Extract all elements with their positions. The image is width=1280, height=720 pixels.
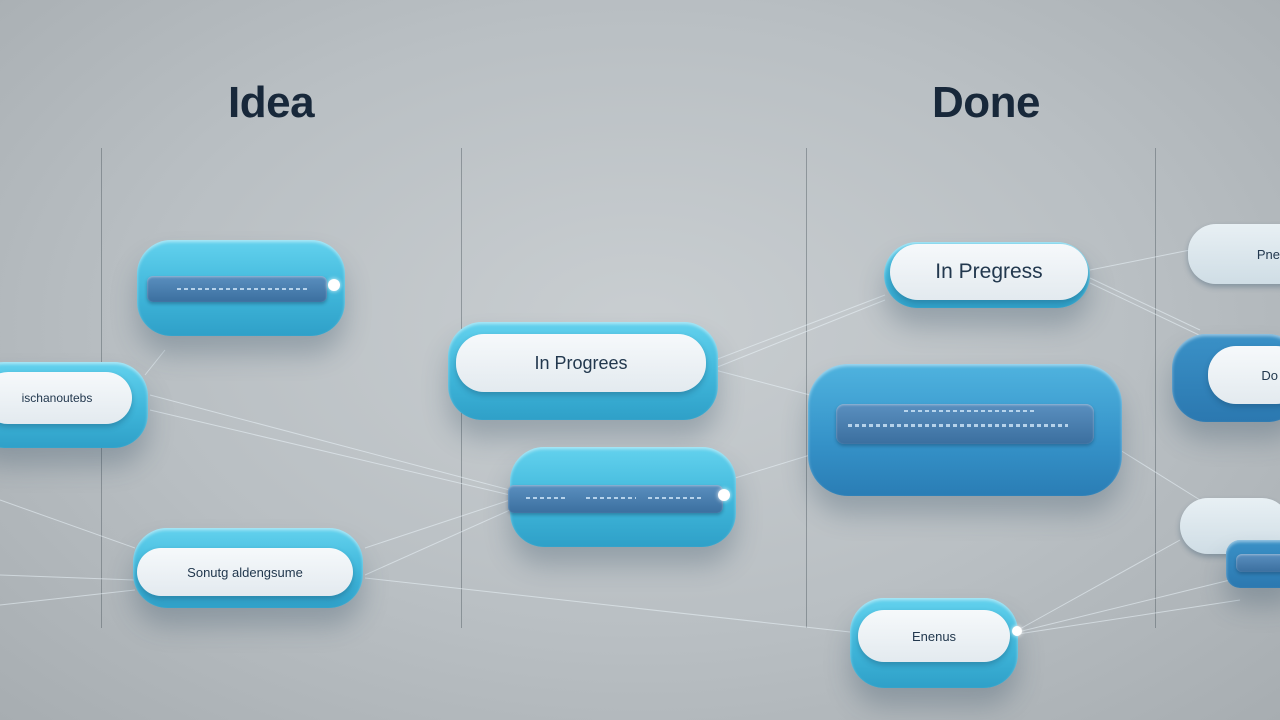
node-label: In Progrees [456,334,706,392]
node-bar-ticks [526,497,568,499]
node-label: Enenus [858,610,1010,662]
column-heading-done: Done [932,78,1041,127]
connector-dot[interactable] [718,489,730,501]
node-label: Do [1208,346,1280,404]
node-label: ischanoutebs [0,372,132,424]
node-far-right-mid[interactable]: Do [1172,334,1280,422]
node-bar-card-large[interactable] [808,364,1122,496]
node-bottom-right[interactable]: Enenus [850,598,1018,688]
column-heading-idea: Idea [228,78,315,127]
node-bar-ticks [177,288,307,290]
node-bar-ticks [848,424,1068,427]
node-bar-card[interactable] [508,447,736,547]
node-bar-card[interactable] [137,240,345,336]
column-divider [1155,148,1156,628]
node-label: In Pregress [890,244,1088,300]
node-bar-ticks [648,497,702,499]
node-bar-ticks [904,410,1034,412]
node-bar [1236,554,1280,572]
node-left-edge[interactable]: ischanoutebs [0,362,148,448]
node-label: Sonutg aldengsume [137,548,353,596]
connector-dot[interactable] [328,279,340,291]
node-in-progress-right[interactable]: In Pregress [884,242,1090,308]
node-bar [508,485,723,513]
node-sorting[interactable]: Sonutg aldengsume [133,528,363,608]
node-far-right-top[interactable]: Pne [1188,224,1280,284]
node-in-progress-center[interactable]: In Progrees [448,322,718,420]
column-divider [806,148,807,628]
node-bar-ticks [586,497,636,499]
connector-dot[interactable] [1012,626,1022,636]
node-far-right-bar[interactable] [1226,540,1280,588]
